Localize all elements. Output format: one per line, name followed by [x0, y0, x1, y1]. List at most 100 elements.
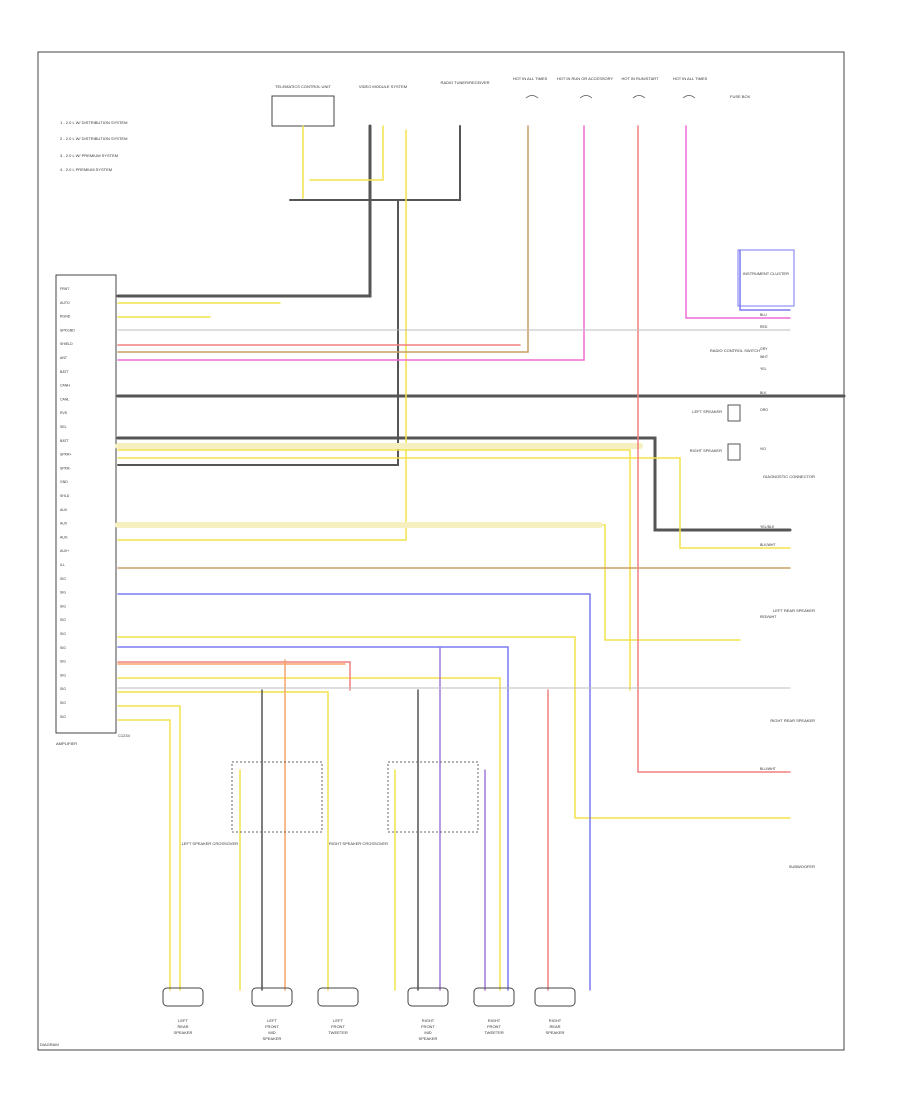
wire-yellow: [117, 719, 171, 991]
page-border: [37, 51, 845, 1051]
pin-label: GND: [60, 480, 68, 484]
connector-label: AMPLIFIER: [56, 741, 77, 746]
crossover-label: RIGHT SPEAKER CROSSOVER: [329, 841, 388, 846]
wire-yellow: [117, 524, 741, 641]
legend-line: 3 - 2.0 L W/ PREMIUM SYSTEM: [60, 153, 118, 158]
wire-label: BLU/WHT: [760, 767, 777, 771]
pin-label: AUX+: [60, 549, 69, 553]
wire-red: [637, 125, 791, 773]
pin-label: AUX: [60, 522, 68, 526]
speaker-label: FRONT: [331, 1024, 345, 1029]
wire-black: [116, 124, 372, 298]
legend-line: 1 - 2.0 L W/ DISTRIBUTION SYSTEM: [60, 120, 127, 125]
module-box: [737, 249, 795, 307]
page-id: DIAGRAM: [40, 1042, 59, 1047]
wire-label: YEL: [760, 367, 767, 371]
legend-line: 4 - 2.0 L PREMIUM SYSTEM: [60, 167, 112, 172]
pin-label: SIG: [60, 618, 66, 622]
pin-label: BATT: [60, 439, 70, 443]
wire-yellow: [117, 677, 501, 991]
connector-footer: C1234: [118, 733, 131, 738]
component-label: RIGHT REAR SPEAKER: [770, 718, 815, 723]
pin-label: SHIELD: [60, 342, 73, 346]
wire-black: [116, 436, 792, 532]
wire-tan: [117, 125, 529, 353]
speaker-box: [407, 987, 449, 1007]
wire-label: VIO: [760, 447, 766, 451]
bottom-speakers: LEFTREARSPEAKERLEFTFRONTMIDSPEAKERLEFTFR…: [162, 987, 576, 1041]
crossover-box: [231, 761, 323, 833]
pin-label: AUX: [60, 508, 68, 512]
speaker-label: SPEAKER: [174, 1030, 193, 1035]
component-label: LEFT SPEAKER: [692, 409, 722, 414]
wire-label: BLU: [760, 313, 767, 317]
pin-label: ILL: [60, 563, 65, 567]
pin-label: CANH: [60, 384, 70, 388]
switch-box: [727, 404, 741, 422]
wire-yellow: [117, 691, 329, 991]
wire-blue: [117, 646, 509, 991]
pin-label: SIG: [60, 646, 66, 650]
pin-label: CANL: [60, 397, 69, 401]
wire-yellow: [117, 636, 791, 819]
pin-labels: FRNTAUTORGNDSPKGNDSHIELDANTBATTCANHCANLR…: [60, 287, 75, 719]
pin-label: BATT: [60, 370, 70, 374]
wire-yellow: [117, 457, 791, 549]
speaker-label: LEFT: [267, 1018, 277, 1023]
wire-yellow: [117, 705, 181, 991]
pin-label: SIG: [60, 660, 66, 664]
pin-label: SEL: [60, 425, 67, 429]
speaker-label: FRONT: [265, 1024, 279, 1029]
crossover-label: LEFT SPEAKER CROSSOVER: [182, 841, 238, 846]
wire-label: GRY: [760, 347, 768, 351]
speaker-label: MID: [268, 1030, 275, 1035]
wire-label: YEL/BLK: [760, 525, 775, 529]
pin-label: ANT: [60, 356, 68, 360]
pin-label: FRNT: [60, 287, 70, 291]
speaker-label: SPEAKER: [263, 1036, 282, 1041]
module-box: [271, 95, 335, 127]
component-label: RADIO TUNER/RECEIVER: [440, 80, 489, 85]
speaker-label: SPEAKER: [419, 1036, 438, 1041]
speaker-label: RIGHT: [488, 1018, 501, 1023]
component-label: HOT IN RUN OR ACCESSORY: [557, 76, 614, 81]
connector-box: [55, 274, 117, 734]
wire-yellow: [309, 125, 384, 181]
wire-label: ORG: [760, 408, 768, 412]
component-label: HOT IN ALL TIMES: [513, 76, 548, 81]
wire-label: BLK/WHT: [760, 543, 776, 547]
component-label: RIGHT SPEAKER: [690, 448, 722, 453]
pin-label: RGND: [60, 315, 71, 319]
component-label: LEFT REAR SPEAKER: [773, 608, 815, 613]
wire-blue: [117, 593, 591, 991]
legend: 1 - 2.0 L W/ DISTRIBUTION SYSTEM 2 - 2.0…: [60, 120, 127, 172]
wire-label: BLK: [760, 391, 767, 395]
pin-label: SIG: [60, 604, 66, 608]
speaker-label: RIGHT: [422, 1018, 435, 1023]
speaker-box: [251, 987, 293, 1007]
speaker-box: [317, 987, 359, 1007]
pin-label: AUTO: [60, 301, 70, 305]
component-label: RADIO CONTROL SWITCH: [710, 348, 760, 353]
wire-black: [289, 125, 461, 201]
top-components: TELEMATICS CONTROL UNIT VIDEO MODULE SYS…: [271, 76, 751, 127]
speaker-label: REAR: [177, 1024, 188, 1029]
pin-label: SPKR+: [60, 453, 72, 457]
pin-label: SIG: [60, 687, 66, 691]
component-label: HOT IN ALL TIMES: [673, 76, 708, 81]
speaker-label: FRONT: [421, 1024, 435, 1029]
speaker-label: RIGHT: [549, 1018, 562, 1023]
speaker-label: TWEETER: [328, 1030, 348, 1035]
speaker-label: SPEAKER: [546, 1030, 565, 1035]
pin-label: SIG: [60, 715, 66, 719]
pin-label: AUX-: [60, 535, 69, 539]
speaker-label: LEFT: [333, 1018, 343, 1023]
pin-label: RVS: [60, 411, 68, 415]
